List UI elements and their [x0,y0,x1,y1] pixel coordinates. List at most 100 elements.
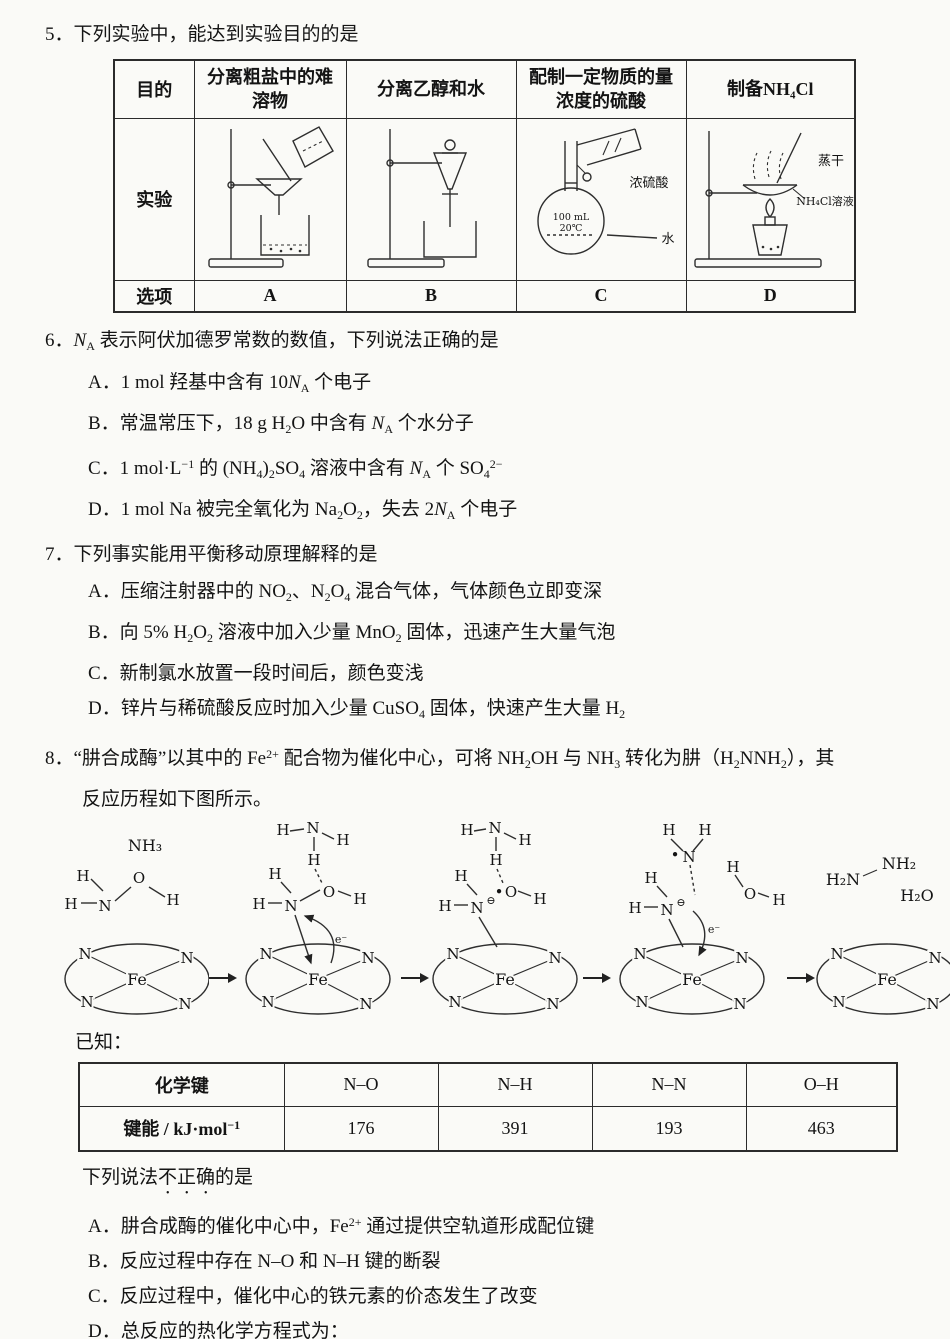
n-ligand: N [261,993,274,1011]
energy-header: 键能 / kJ·mol−1 [78,1106,285,1151]
separating-funnel-apparatus-diagram [367,128,477,268]
table-row: 目的 分离粗盐中的难溶物 分离乙醇和水 配制一定物质的量浓度的硫酸 制备NH₄C… [113,59,856,119]
reaction-arrow [209,972,237,983]
n-ligand: N [361,949,374,967]
q6-option-c: C．1 mol·L−1 的 (NH4)2SO4 溶液中含有 NA 个 SO42− [88,456,503,481]
q8-option-d: D．总反应的热化学方程式为： [88,1320,349,1339]
h2o-label: H₂O [900,886,933,905]
table-row: 实验 [113,117,856,281]
n-ligand: N [78,945,91,963]
purpose-cell: 分离粗盐中的难溶物 [193,59,347,119]
n-ligand: N [733,995,746,1013]
h-atom: H [76,867,89,885]
n-ligand: N [546,995,559,1013]
molecule-bonds [644,838,770,947]
h-atom: H [489,851,502,869]
n-ligand: N [635,993,648,1011]
nh2-label: NH₂ [882,854,916,873]
bond-cell: N–O [283,1062,439,1107]
experiment-row-label: 实验 [113,117,195,281]
h-atom: H [64,895,77,913]
bond-cell: N–H [437,1062,593,1107]
flask-temp-label: 20℃ [559,223,582,234]
electron-transfer-arrow [692,909,707,956]
reaction-arrow [787,972,815,983]
option-cell: B [345,279,517,312]
purpose-row-label: 目的 [113,59,195,119]
q7-option-d: D．锌片与稀硫酸反应时加入少量 CuSO4 固体，快速产生大量 H2 [88,697,626,721]
o-atom: O [505,883,517,901]
energy-cell: 463 [745,1106,898,1151]
q5-stem: 5．下列实验中，能达到实验目的的是 [45,24,359,45]
fe-center: Fe [127,970,147,989]
flask-volume-label: 100 mL [552,212,589,223]
radical-dot: • [495,883,504,901]
apparatus-cell-b [345,117,517,281]
h-atom: H [644,869,657,887]
h-atom: H [533,890,546,908]
fe-n4-complex: N N N N Fe [619,943,765,1015]
known-label: 已知： [75,1031,133,1053]
n-ligand: N [446,945,459,963]
table-row: 化学键 N–O N–H N–N O–H [78,1062,898,1107]
n-atom: N [660,901,673,919]
evaporation-apparatus-diagram: 蒸干 NH₄Cl溶液 [693,130,853,268]
q6-option-a: A．1 mol 羟基中含有 10NA 个电子 [88,371,372,395]
stand-and-glassware [693,130,822,268]
n-ligand: N [928,949,941,967]
h-atom: H [518,831,531,849]
q7-option-c: C．新制氯水放置一段时间后，颜色变浅 [88,662,424,684]
negative-charge: ⊖ [676,896,685,909]
n-atom: N [682,848,695,866]
h-atom: H [438,897,451,915]
fe-center: Fe [682,970,702,989]
option-cell: D [685,279,856,312]
h-atom: H [772,891,785,909]
fe-center: Fe [877,970,897,989]
h-atom: H [628,899,641,917]
n-ligand: N [178,995,191,1013]
fe-n4-complex: N N N N Fe [245,943,391,1015]
q7-option-a: A．压缩注射器中的 NO2、N2O4 混合气体，气体颜色立即变深 [88,580,603,604]
option-cell: A [193,279,347,312]
q6-stem: 6．NA 表示阿伏加德罗常数的数值，下列说法正确的是 [45,329,499,353]
bond-cell: N–N [591,1062,747,1107]
q8-stem-line2: 反应历程如下图所示。 [82,788,273,810]
mechanism-stage-1: NH₃ H H N O H N N N N Fe [64,836,209,1015]
n-ligand: N [832,993,845,1011]
table-row: 选项 A B C D [113,279,856,312]
h-atom: H [268,865,281,883]
energy-cell: 391 [437,1106,593,1151]
reaction-arrow [401,972,429,983]
glassware-lines [536,127,657,255]
acid-label: 浓硫酸 [629,176,668,191]
radical-dot: • [671,846,680,864]
energy-cell: 193 [591,1106,747,1151]
o-atom: O [133,869,145,887]
n-ligand: N [359,995,372,1013]
purpose-cell: 制备NH₄Cl [685,59,856,119]
stand-and-glassware [367,128,477,268]
h-atom: H [252,895,265,913]
q8-option-a: A．肼合成酶的催化中心中，Fe2+ 通过提供空轨道形成配位键 [88,1214,595,1237]
hydroxylamine-bonds [81,878,166,904]
h-atom: H [726,858,739,876]
n-ligand: N [830,945,843,963]
q6-option-d: D．1 mol Na 被完全氧化为 Na2O2，失去 2NA 个电子 [88,498,518,522]
negative-charge: ⊖ [486,894,495,907]
h-atom: H [460,821,473,839]
mechanism-stage-3: H N H H • O H H H N ⊖ N N N N Fe [432,819,578,1015]
filtration-apparatus-diagram [207,125,334,268]
o-atom: O [323,883,335,901]
electron-label: e⁻ [708,923,721,936]
n-atom: N [306,819,319,837]
table-row: 键能 / kJ·mol−1 176 391 193 463 [78,1106,898,1151]
q8-question: 下列说法不正确的是 [82,1166,254,1188]
o-atom: O [744,885,756,903]
q7-stem: 7．下列事实能用平衡移动原理解释的是 [45,543,378,565]
purpose-cell: 分离乙醇和水 [345,59,517,119]
q7-option-b: B．向 5% H2O2 溶液中加入少量 MnO2 固体，迅速产生大量气泡 [88,621,616,645]
q6-option-b: B．常温常压下，18 g H2O 中含有 NA 个水分子 [88,412,474,436]
nh3-label: NH₃ [128,836,162,855]
